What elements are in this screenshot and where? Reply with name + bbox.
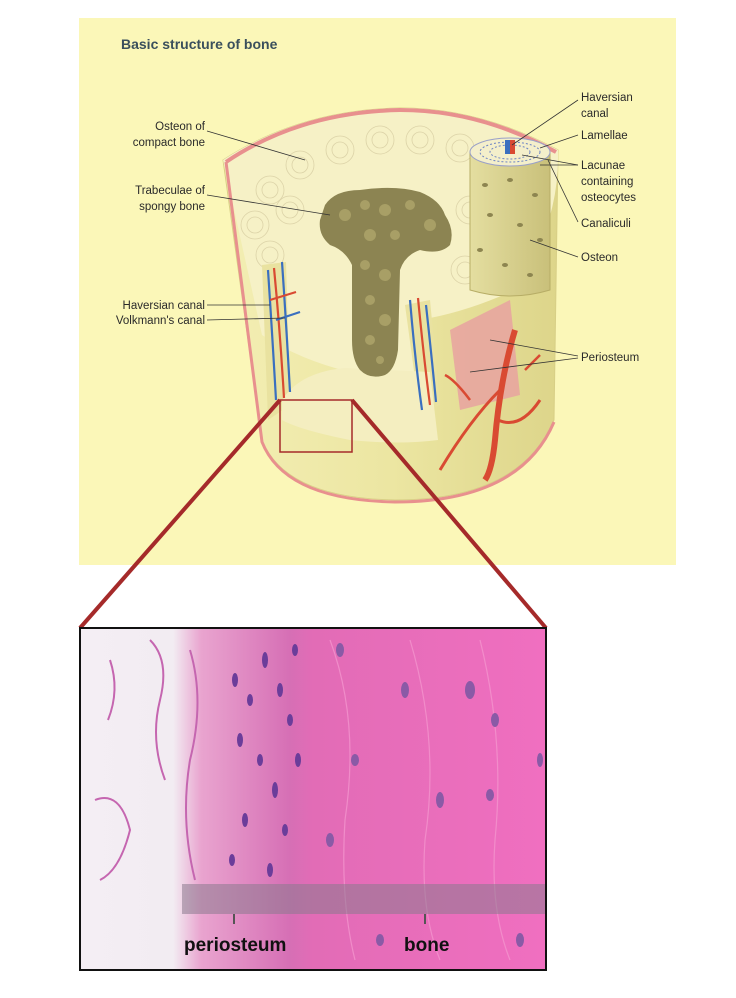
labels-left: Osteon of compact bone Trabeculae of spo… [116,121,206,327]
label-osteocytes: osteocytes [581,192,636,204]
label-volkmanns-canal: Volkmann's canal [116,315,205,327]
diagram-title: Basic structure of bone [121,36,278,52]
periosteum-nuclei [229,644,301,877]
label-spongy-bone: spongy bone [139,201,205,213]
label-lamellae: Lamellae [581,130,628,142]
zoom-region [279,399,353,453]
label-band [182,884,546,914]
label-lacunae: Lacunae [581,160,625,172]
label-containing: containing [581,176,633,188]
label-osteon-of: Osteon of [155,121,206,133]
label-haversian: Haversian [581,92,633,104]
bone-osteocytes [326,643,543,947]
spongy-bone [319,187,452,377]
labels-right: Haversian canal Lamellae Lacunae contain… [581,92,639,364]
periosteum-rim [224,107,557,164]
label-canal: canal [581,108,609,120]
periosteum-flap [438,300,542,482]
micrograph-label-bone: bone [404,935,449,956]
haversian-vessels [266,261,438,411]
osteon-cylinder [469,137,551,297]
label-osteon: Osteon [581,252,618,264]
micrograph-label-periosteum: periosteum [184,935,286,956]
label-trabeculae-of: Trabeculae of [135,185,206,197]
label-periosteum: Periosteum [581,352,639,364]
label-compact-bone: compact bone [133,137,205,149]
micrograph-panel: periosteum bone [79,627,547,971]
label-canaliculi: Canaliculi [581,218,631,230]
leader-lines [206,99,579,373]
label-haversian-canal-left: Haversian canal [123,300,205,312]
zoom-connector [78,398,548,630]
